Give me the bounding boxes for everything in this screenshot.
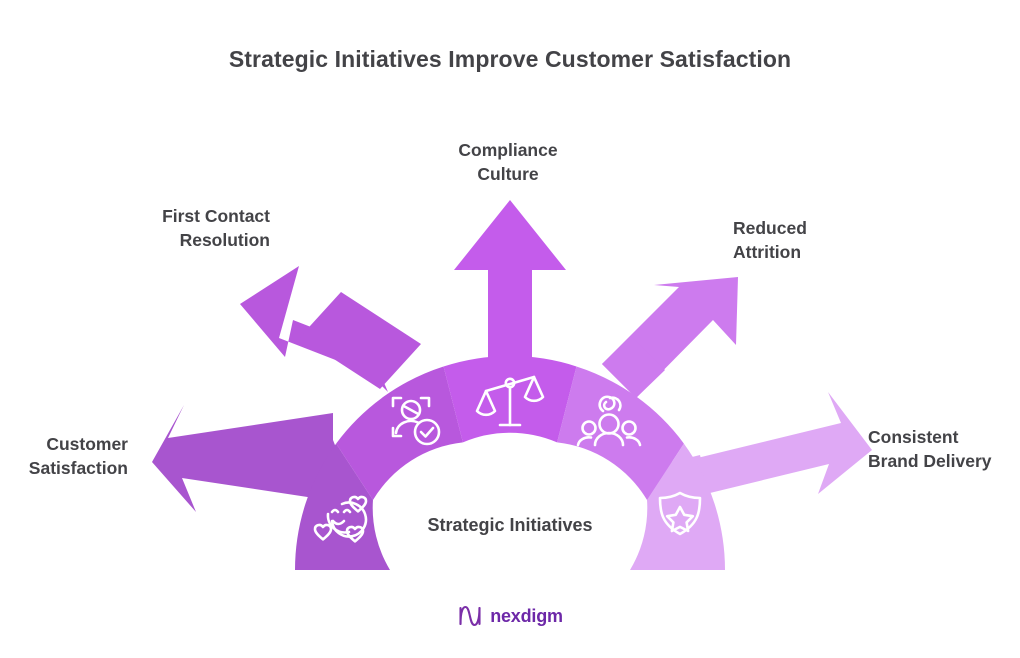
arc-segment-reduced-attrition bbox=[557, 366, 684, 500]
node-label-reduced-attrition: Reduced Attrition bbox=[733, 218, 807, 262]
arrow-consistent-brand-delivery bbox=[677, 392, 872, 501]
smiley-hearts-icon bbox=[313, 495, 368, 543]
arrow-first-contact-resolution-shaft bbox=[300, 292, 421, 389]
center-label: Strategic Initiatives bbox=[427, 515, 593, 535]
node-label-consistent-brand-delivery: Consistent Brand Delivery bbox=[868, 427, 992, 471]
balance-scales-icon bbox=[475, 375, 545, 427]
brand-logo: nexdigm bbox=[0, 604, 1020, 628]
arrow-compliance-culture bbox=[454, 200, 566, 395]
people-group-retention-icon bbox=[576, 395, 642, 447]
arrow-customer-satisfaction bbox=[152, 405, 347, 512]
node-label-compliance-culture: Compliance Culture bbox=[458, 140, 558, 184]
nexdigm-logo-mark bbox=[459, 605, 481, 627]
page-title: Strategic Initiatives Improve Customer S… bbox=[228, 46, 792, 72]
arc-segment-first-contact-resolution bbox=[336, 366, 463, 500]
node-label-customer-satisfaction: Customer Satisfaction bbox=[28, 434, 128, 478]
shield-star-icon bbox=[658, 491, 702, 536]
arrow-reduced-attrition-shaft bbox=[602, 336, 665, 398]
brand-name: nexdigm bbox=[490, 605, 563, 626]
arc-segment-consistent-brand-delivery bbox=[630, 443, 725, 570]
node-label-first-contact-resolution: First Contact Resolution bbox=[162, 206, 270, 250]
arc-segment-customer-satisfaction bbox=[295, 443, 390, 570]
person-scan-check-icon bbox=[391, 396, 441, 446]
